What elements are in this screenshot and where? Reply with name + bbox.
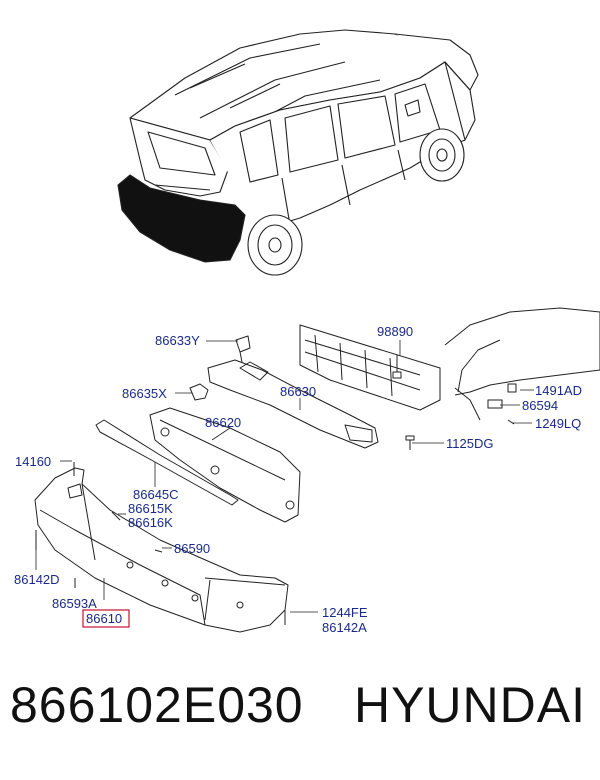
footer: 866102E030 HYUNDAI bbox=[0, 668, 600, 768]
brand-name: HYUNDAI bbox=[353, 677, 586, 733]
label-1491AD: 1491AD bbox=[535, 383, 582, 398]
label-86594: 86594 bbox=[522, 398, 558, 413]
leader-lines bbox=[35, 340, 534, 613]
label-86620: 86620 bbox=[205, 415, 241, 430]
label-86593A: 86593A bbox=[52, 596, 97, 611]
label-14160: 14160 bbox=[15, 454, 51, 469]
label-86615K: 86615K bbox=[128, 501, 173, 516]
label-1249LQ: 1249LQ bbox=[535, 416, 581, 431]
label-86633Y: 86633Y bbox=[155, 333, 200, 348]
label-86610: 86610 bbox=[86, 611, 122, 626]
label-86635X: 86635X bbox=[122, 386, 167, 401]
label-1244FE: 1244FE bbox=[322, 605, 368, 620]
label-86142D: 86142D bbox=[14, 572, 60, 587]
label-86630: 86630 bbox=[280, 384, 316, 399]
label-98890: 98890 bbox=[377, 324, 413, 339]
label-86142A: 86142A bbox=[322, 620, 367, 635]
part-number: 866102E030 bbox=[10, 677, 304, 733]
label-86645C: 86645C bbox=[133, 487, 179, 502]
suv-illustration bbox=[117, 29, 479, 276]
label-1125DG: 1125DG bbox=[446, 436, 493, 451]
parts-drawing bbox=[34, 307, 600, 633]
highlight-box-86610 bbox=[82, 609, 130, 628]
parts-diagram: 86633Y 98890 86635X 86630 1491AD 86594 1… bbox=[14, 29, 600, 635]
label-86616K: 86616K bbox=[128, 515, 173, 530]
label-86590: 86590 bbox=[174, 541, 210, 556]
